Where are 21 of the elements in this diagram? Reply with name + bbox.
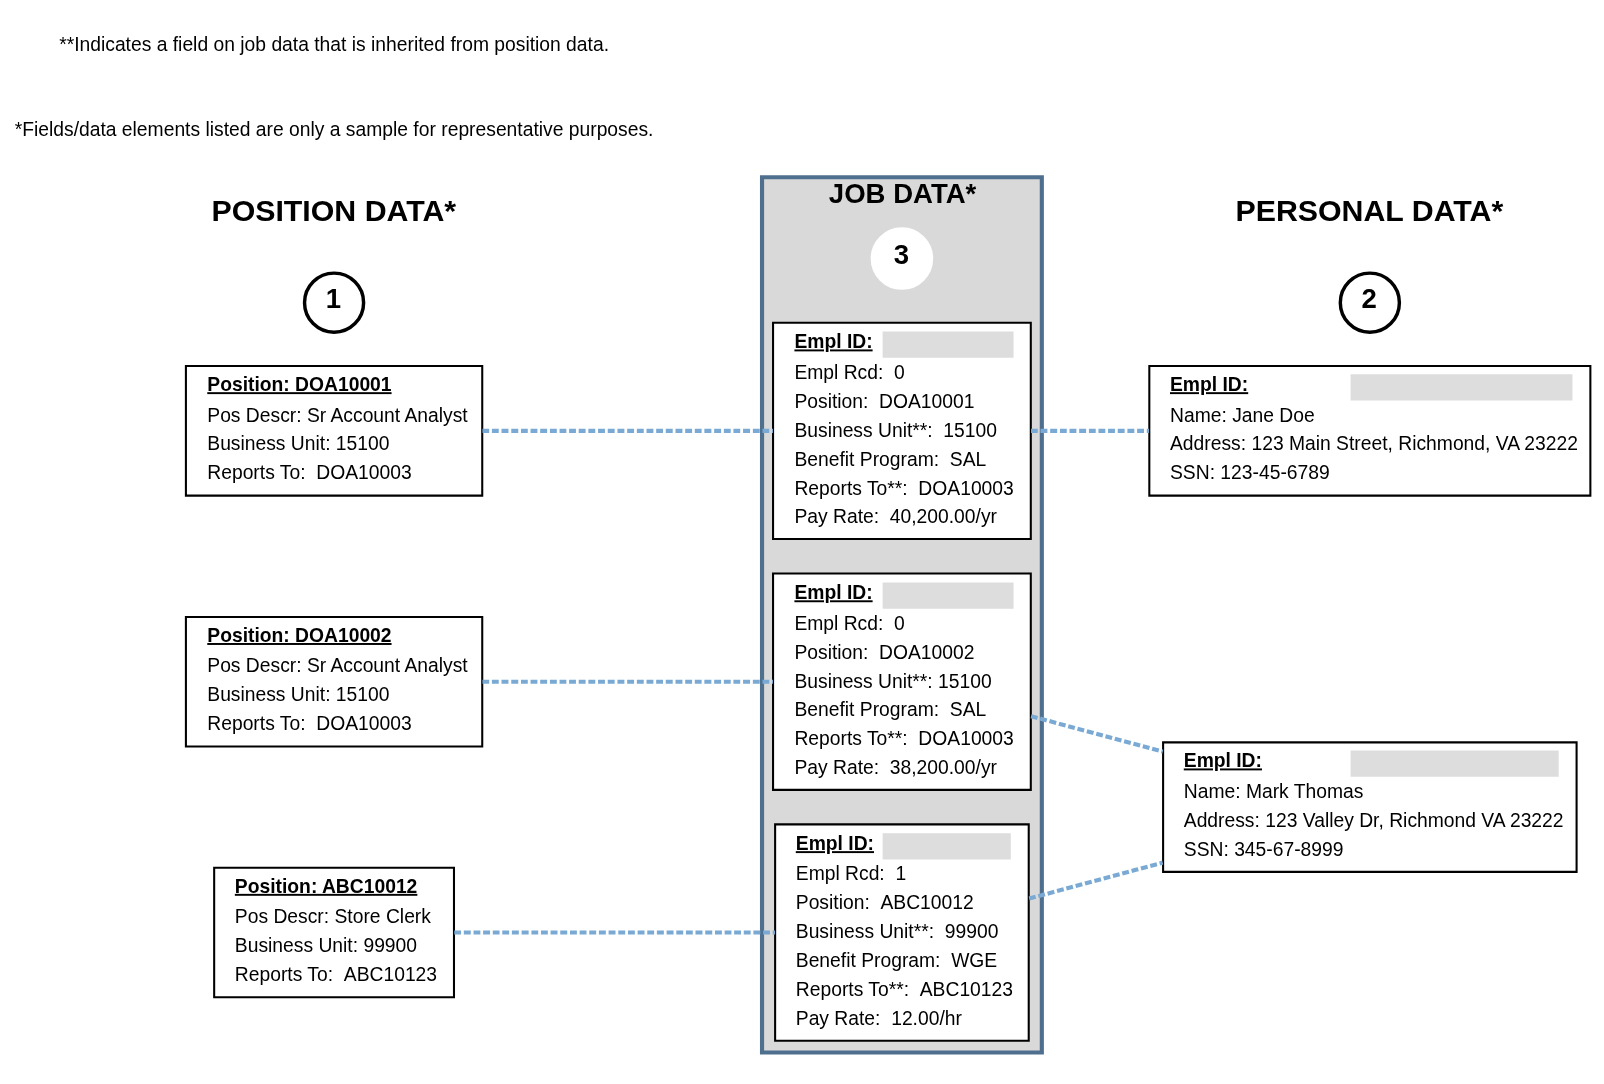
connector (1028, 860, 1164, 901)
node-box: Empl ID: Empl Rcd: 0 Position: DOA10002 Business Unit**: 15100 Benefit Program: SAL Reports To**: DOA10003 Pay Rate: 38,200.00/yr (772, 571, 1032, 791)
node-box: Empl ID: Name: Mark Thomas Address: 123 Valley Dr, Richmond VA 23222 SSN: 345-67-8999 (1162, 740, 1578, 873)
node-box: Position: ABC10012 Pos Descr: Store Clerk Business Unit: 99900 Reports To: ABC10123 (213, 866, 456, 998)
node-circle: 1 (302, 270, 366, 334)
label: *Fields/data elements listed are only a sample for representative purposes. (14, 118, 654, 139)
connector (1030, 713, 1164, 754)
node-circle: 2 (1338, 270, 1402, 334)
node-box: Position: DOA10001 Pos Descr: Sr Account Analyst Business Unit: 15100 Reports To: DOA10003 (184, 364, 484, 497)
connector (482, 428, 773, 433)
node-box: Empl ID: Name: Jane Doe Address: 123 Main Street, Richmond, VA 23222 SSN: 123-45-6789 (1148, 364, 1592, 497)
node-circle: 3 (870, 226, 934, 290)
label: PERSONAL DATA* (1235, 193, 1504, 227)
connector (454, 930, 776, 935)
node-box: Empl ID: Empl Rcd: 0 Position: DOA10001 Business Unit**: 15100 Benefit Program: SAL Reports To**: DOA10003 Pay Rate: 40,200.00/yr (772, 321, 1032, 540)
node-box: Empl ID: Empl Rcd: 1 Position: ABC10012 Business Unit**: 99900 Benefit Program: WGE Reports To**: ABC10123 Pay Rate: 12.00/hr (774, 822, 1030, 1042)
connector (1031, 428, 1149, 433)
node-box: Position: DOA10002 Pos Descr: Sr Account Analyst Business Unit: 15100 Reports To: DOA10003 (184, 615, 484, 747)
label: POSITION DATA* (211, 193, 457, 227)
connector (482, 679, 773, 684)
label: **Indicates a field on job data that is inherited from position data. (59, 33, 610, 55)
